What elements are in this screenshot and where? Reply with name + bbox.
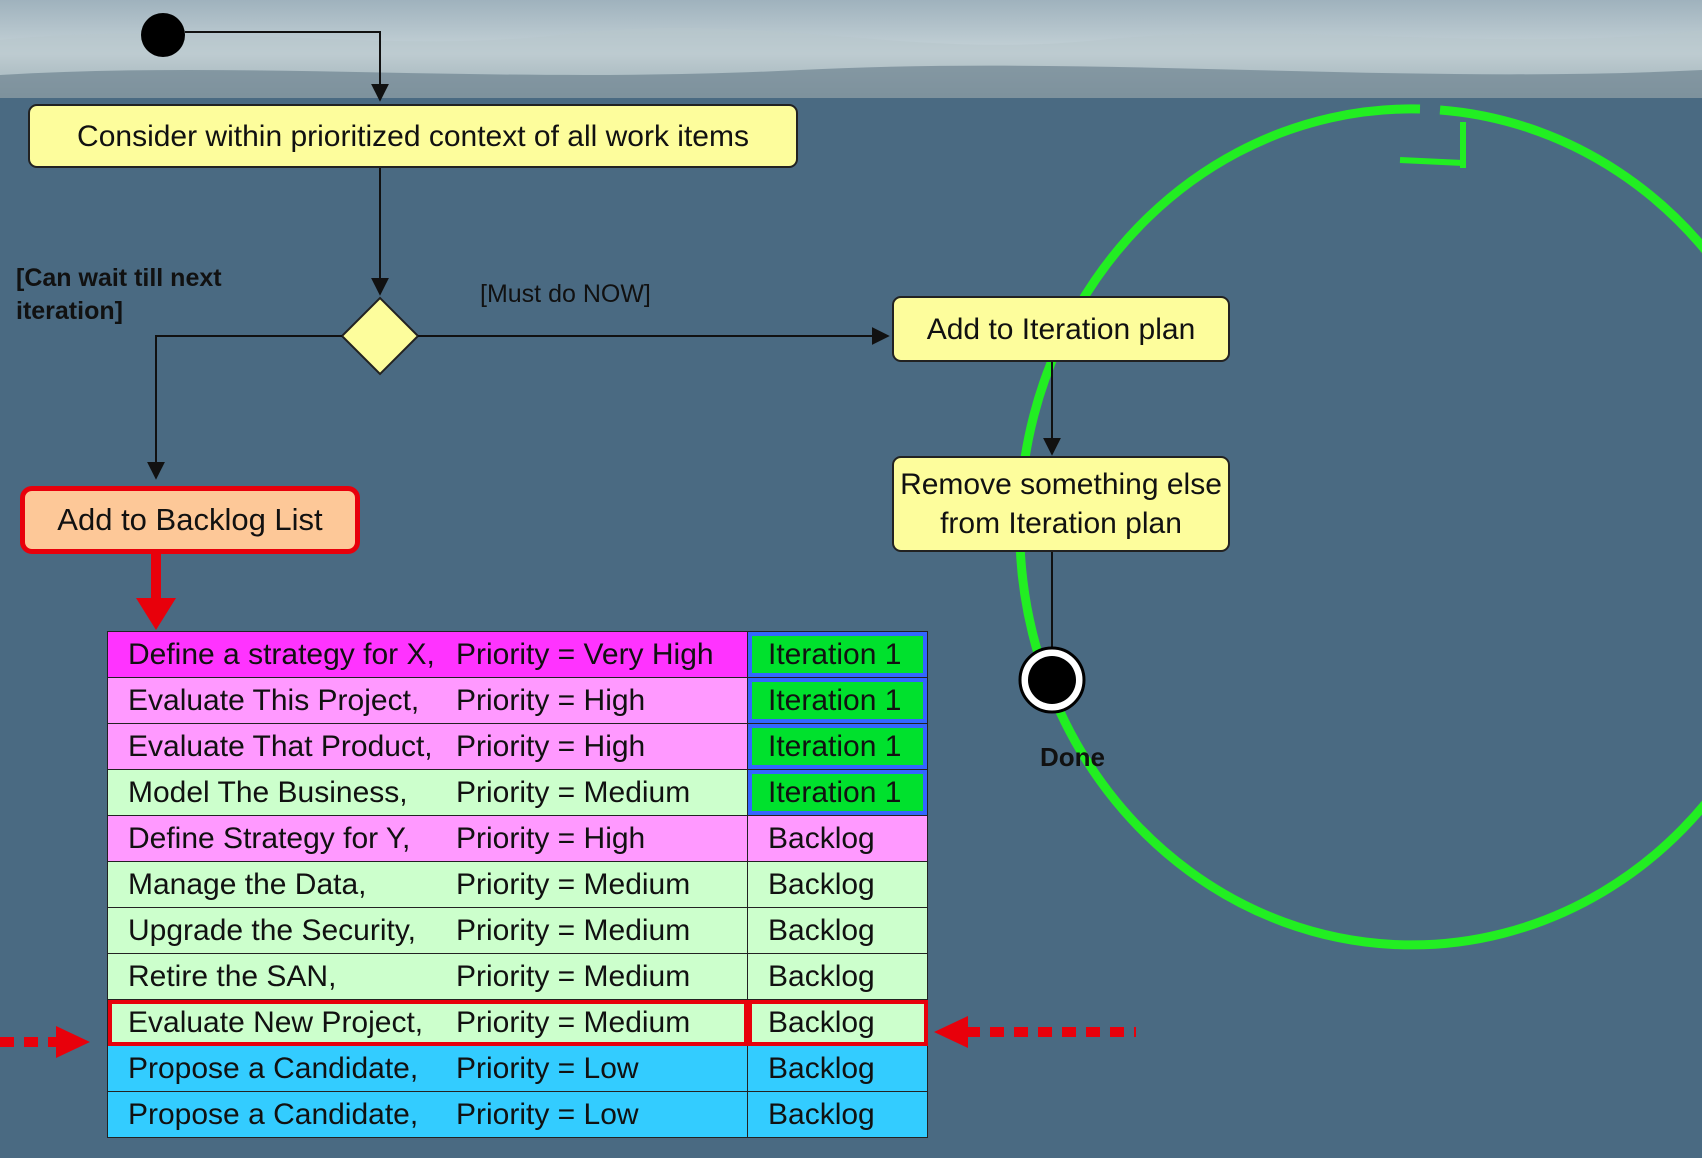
backlog-row: Define Strategy for Y, Priority = High Bac… (107, 815, 928, 862)
backlog-task-priority: Priority = Medium (456, 913, 691, 947)
consider-action: Consider within prioritized context of a… (28, 104, 798, 168)
backlog-status-cell: Backlog (747, 861, 928, 908)
backlog-task-cell: Evaluate That Product, Priority = High (107, 723, 748, 770)
add-iteration-action: Add to Iteration plan (892, 296, 1230, 362)
done-label: Done (1040, 742, 1105, 772)
backlog-task-priority: Priority = Medium (456, 867, 691, 901)
backlog-row: Upgrade the Security, Priority = Medium Ba… (107, 907, 928, 954)
backlog-task-name: Define Strategy for Y, (128, 821, 411, 855)
backlog-task-priority: Priority = Medium (456, 1005, 691, 1039)
backlog-status-cell: Iteration 1 (747, 677, 928, 724)
backlog-task-priority: Priority = Medium (456, 959, 691, 993)
backlog-row: Evaluate New Project, Priority = Medium Ba… (107, 999, 928, 1046)
final-node (1018, 646, 1086, 714)
backlog-task-name: Evaluate This Project, (128, 683, 420, 717)
backlog-task-cell: Manage the Data, Priority = Medium (107, 861, 748, 908)
backlog-task-name: Propose a Candidate, (128, 1051, 419, 1085)
backlog-row: Evaluate This Project, Priority = High Ite… (107, 677, 928, 724)
backlog-task-priority: Priority = Medium (456, 775, 691, 809)
remove-something-action: Remove something else from Iteration pla… (892, 456, 1230, 552)
decision-node (340, 296, 420, 376)
backlog-status-cell: Backlog (747, 953, 928, 1000)
backlog-row: Propose a Candidate, Priority = Low Backlo… (107, 1045, 928, 1092)
start-node (141, 13, 185, 57)
left-pointer-arrow (0, 1026, 90, 1058)
backlog-insert-arrow (136, 552, 176, 630)
sky-header-banner (0, 0, 1702, 98)
backlog-task-cell: Retire the SAN, Priority = Medium (107, 953, 748, 1000)
backlog-task-cell: Propose a Candidate, Priority = Low (107, 1045, 748, 1092)
right-pointer-arrow (934, 1016, 1136, 1048)
guard-must-do: [Must do NOW] (480, 280, 651, 308)
backlog-task-name: Define a strategy for X, (128, 637, 435, 671)
backlog-status-cell: Backlog (747, 907, 928, 954)
backlog-status-cell: Iteration 1 (747, 769, 928, 816)
backlog-task-cell: Define a strategy for X, Priority = Very … (107, 631, 748, 678)
guard-can-wait: [Can wait till next iteration] (16, 264, 222, 325)
backlog-status-cell: Iteration 1 (747, 723, 928, 770)
backlog-task-cell: Define Strategy for Y, Priority = High (107, 815, 748, 862)
backlog-task-cell: Evaluate New Project, Priority = Medium (107, 999, 748, 1046)
backlog-task-name: Retire the SAN, (128, 959, 337, 993)
backlog-task-priority: Priority = Very High (456, 637, 714, 671)
backlog-task-cell: Upgrade the Security, Priority = Medium (107, 907, 748, 954)
backlog-row: Propose a Candidate, Priority = Low Backlo… (107, 1091, 928, 1138)
backlog-task-priority: Priority = Low (456, 1097, 639, 1131)
backlog-table: Define a strategy for X, Priority = Very … (107, 631, 928, 1138)
backlog-status-cell: Backlog (747, 1045, 928, 1092)
backlog-status-cell: Backlog (747, 815, 928, 862)
backlog-task-name: Evaluate New Project, (128, 1005, 424, 1039)
backlog-task-name: Evaluate That Product, (128, 729, 433, 763)
backlog-row: Manage the Data, Priority = Medium Backlog (107, 861, 928, 908)
backlog-task-name: Model The Business, (128, 775, 408, 809)
backlog-task-priority: Priority = High (456, 683, 646, 717)
backlog-row: Evaluate That Product, Priority = High Ite… (107, 723, 928, 770)
backlog-row: Model The Business, Priority = Medium Iter… (107, 769, 928, 816)
add-backlog-action: Add to Backlog List (20, 486, 360, 554)
backlog-row: Retire the SAN, Priority = Medium Backlog (107, 953, 928, 1000)
backlog-task-name: Propose a Candidate, (128, 1097, 419, 1131)
backlog-task-priority: Priority = High (456, 729, 646, 763)
backlog-task-name: Manage the Data, (128, 867, 367, 901)
backlog-task-priority: Priority = High (456, 821, 646, 855)
backlog-task-cell: Propose a Candidate, Priority = Low (107, 1091, 748, 1138)
backlog-status-cell: Backlog (747, 999, 928, 1046)
backlog-status-cell: Backlog (747, 1091, 928, 1138)
backlog-task-cell: Model The Business, Priority = Medium (107, 769, 748, 816)
backlog-task-name: Upgrade the Security, (128, 913, 416, 947)
backlog-task-priority: Priority = Low (456, 1051, 639, 1085)
backlog-task-cell: Evaluate This Project, Priority = High (107, 677, 748, 724)
backlog-status-cell: Iteration 1 (747, 631, 928, 678)
backlog-row: Define a strategy for X, Priority = Very … (107, 631, 928, 678)
